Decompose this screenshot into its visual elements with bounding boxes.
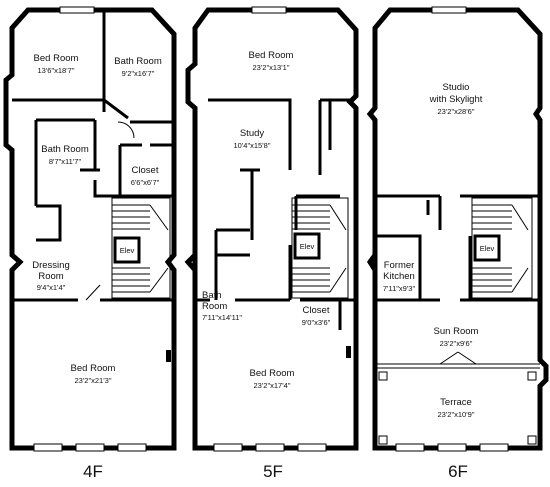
window xyxy=(213,443,243,452)
interior-walls xyxy=(375,194,540,302)
interior-walls xyxy=(195,98,356,330)
terrace-pillar xyxy=(527,371,537,381)
floor-plan-5f xyxy=(184,6,359,452)
room-dims: 7'11"x9'3" xyxy=(383,284,416,293)
terrace-pillar xyxy=(527,435,537,445)
room-name: Bath Room xyxy=(41,144,89,155)
window xyxy=(437,443,467,452)
room-name: Terrace xyxy=(440,397,472,408)
room-name: Bath Room xyxy=(114,56,162,67)
bath-room-name-line1: Bath xyxy=(202,290,222,301)
room-name: Sun Room xyxy=(434,326,479,337)
dressing-room-name-line2: Room xyxy=(38,271,63,282)
floor-plan-6f xyxy=(366,6,549,452)
room-dims: 23'2"x10'9" xyxy=(438,410,475,419)
bath-room-name-line2: Room xyxy=(202,301,227,312)
dressing-room-name-line1: Dressing xyxy=(32,260,70,271)
window xyxy=(117,443,147,452)
room-dims: 7'11"x14'11" xyxy=(202,313,242,322)
elevator xyxy=(293,232,321,260)
interior-walls xyxy=(10,12,174,302)
window xyxy=(297,443,327,452)
fireplace xyxy=(166,350,171,362)
studio-name-line2: with Skylight xyxy=(429,94,483,105)
window xyxy=(33,443,63,452)
elevator xyxy=(113,236,141,264)
elevator-label: Elev xyxy=(120,246,135,255)
room-dims: 8'7"x11'7" xyxy=(49,157,82,166)
door-swing xyxy=(85,121,135,301)
window xyxy=(395,443,425,452)
window xyxy=(255,443,285,452)
room-dims: 23'2"x21'3" xyxy=(75,376,112,385)
room-name: Bed Room xyxy=(34,53,79,64)
fireplace xyxy=(346,346,351,358)
room-dims: 13'6"x18'7" xyxy=(38,66,75,75)
floor-4f-outline xyxy=(3,7,177,451)
room-name: Study xyxy=(240,128,265,139)
window xyxy=(75,443,105,452)
floor-5f-outline xyxy=(184,7,359,451)
staircase xyxy=(471,197,533,299)
staircase xyxy=(111,197,171,299)
elevator-label: Elev xyxy=(480,244,495,253)
room-dims: 23'2"x28'6" xyxy=(438,107,475,116)
floor-label-6f: 6F xyxy=(448,462,468,481)
room-name: Bed Room xyxy=(71,363,116,374)
terrace-pillar xyxy=(378,435,388,445)
room-dims: 23'2"x13'1" xyxy=(253,63,290,72)
kitchen-name-line1: Former xyxy=(384,260,415,271)
kitchen-name-line2: Kitchen xyxy=(383,271,415,282)
staircase xyxy=(291,197,349,299)
elevator xyxy=(473,234,501,262)
room-dims: 10'4"x15'8" xyxy=(234,141,271,150)
window xyxy=(251,6,287,14)
studio-name-line1: Studio xyxy=(443,82,470,93)
floor-label-5f: 5F xyxy=(263,462,283,481)
room-dims: 23'2"x17'4" xyxy=(254,381,291,390)
window xyxy=(479,443,509,452)
room-name: Closet xyxy=(132,165,159,176)
elevator-label: Elev xyxy=(300,242,315,251)
room-dims: 9'0"x3'6" xyxy=(302,318,331,327)
room-dims: 9'2"x16'7" xyxy=(122,69,155,78)
floor-label-4f: 4F xyxy=(83,462,103,481)
room-name: Bed Room xyxy=(249,50,294,61)
room-dims: 6'6"x6'7" xyxy=(131,178,160,187)
room-dims: 9'4"x1'4" xyxy=(37,283,66,292)
room-dims: 23'2"x9'6" xyxy=(440,339,473,348)
window xyxy=(59,6,95,14)
room-name: Closet xyxy=(303,305,330,316)
skylight-window xyxy=(431,6,467,14)
glass-partition xyxy=(375,351,540,369)
room-name: Bed Room xyxy=(250,368,295,379)
terrace-pillar xyxy=(378,371,388,381)
floor-6f-outline xyxy=(366,7,549,451)
floor-plan-4f xyxy=(3,6,177,452)
